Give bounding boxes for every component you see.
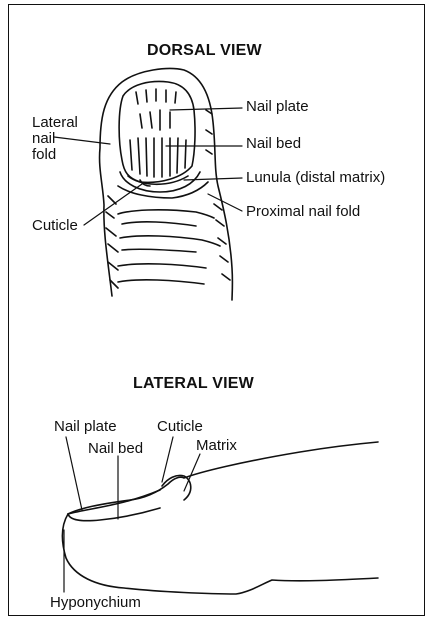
label-nail-bed-lateral: Nail bed [88,440,143,457]
label-lateral-nail-fold-line1: Lateral [32,114,78,131]
label-cuticle-dorsal: Cuticle [32,217,78,234]
label-nail-plate-lateral: Nail plate [54,418,117,435]
label-lunula: Lunula (distal matrix) [246,169,385,186]
label-lateral-nail-fold-line3: fold [32,146,56,163]
label-lateral-nail-fold-line2: nail [32,130,55,147]
label-nail-bed: Nail bed [246,135,301,152]
dorsal-finger-drawing [100,69,233,301]
label-matrix: Matrix [196,437,237,454]
label-hyponychium: Hyponychium [50,594,141,611]
dorsal-view-title: DORSAL VIEW [147,42,262,60]
label-proximal-nail-fold: Proximal nail fold [246,203,360,220]
lateral-finger-drawing [62,442,378,594]
lateral-view-title: LATERAL VIEW [133,375,254,393]
label-nail-plate: Nail plate [246,98,309,115]
label-cuticle-lateral: Cuticle [157,418,203,435]
